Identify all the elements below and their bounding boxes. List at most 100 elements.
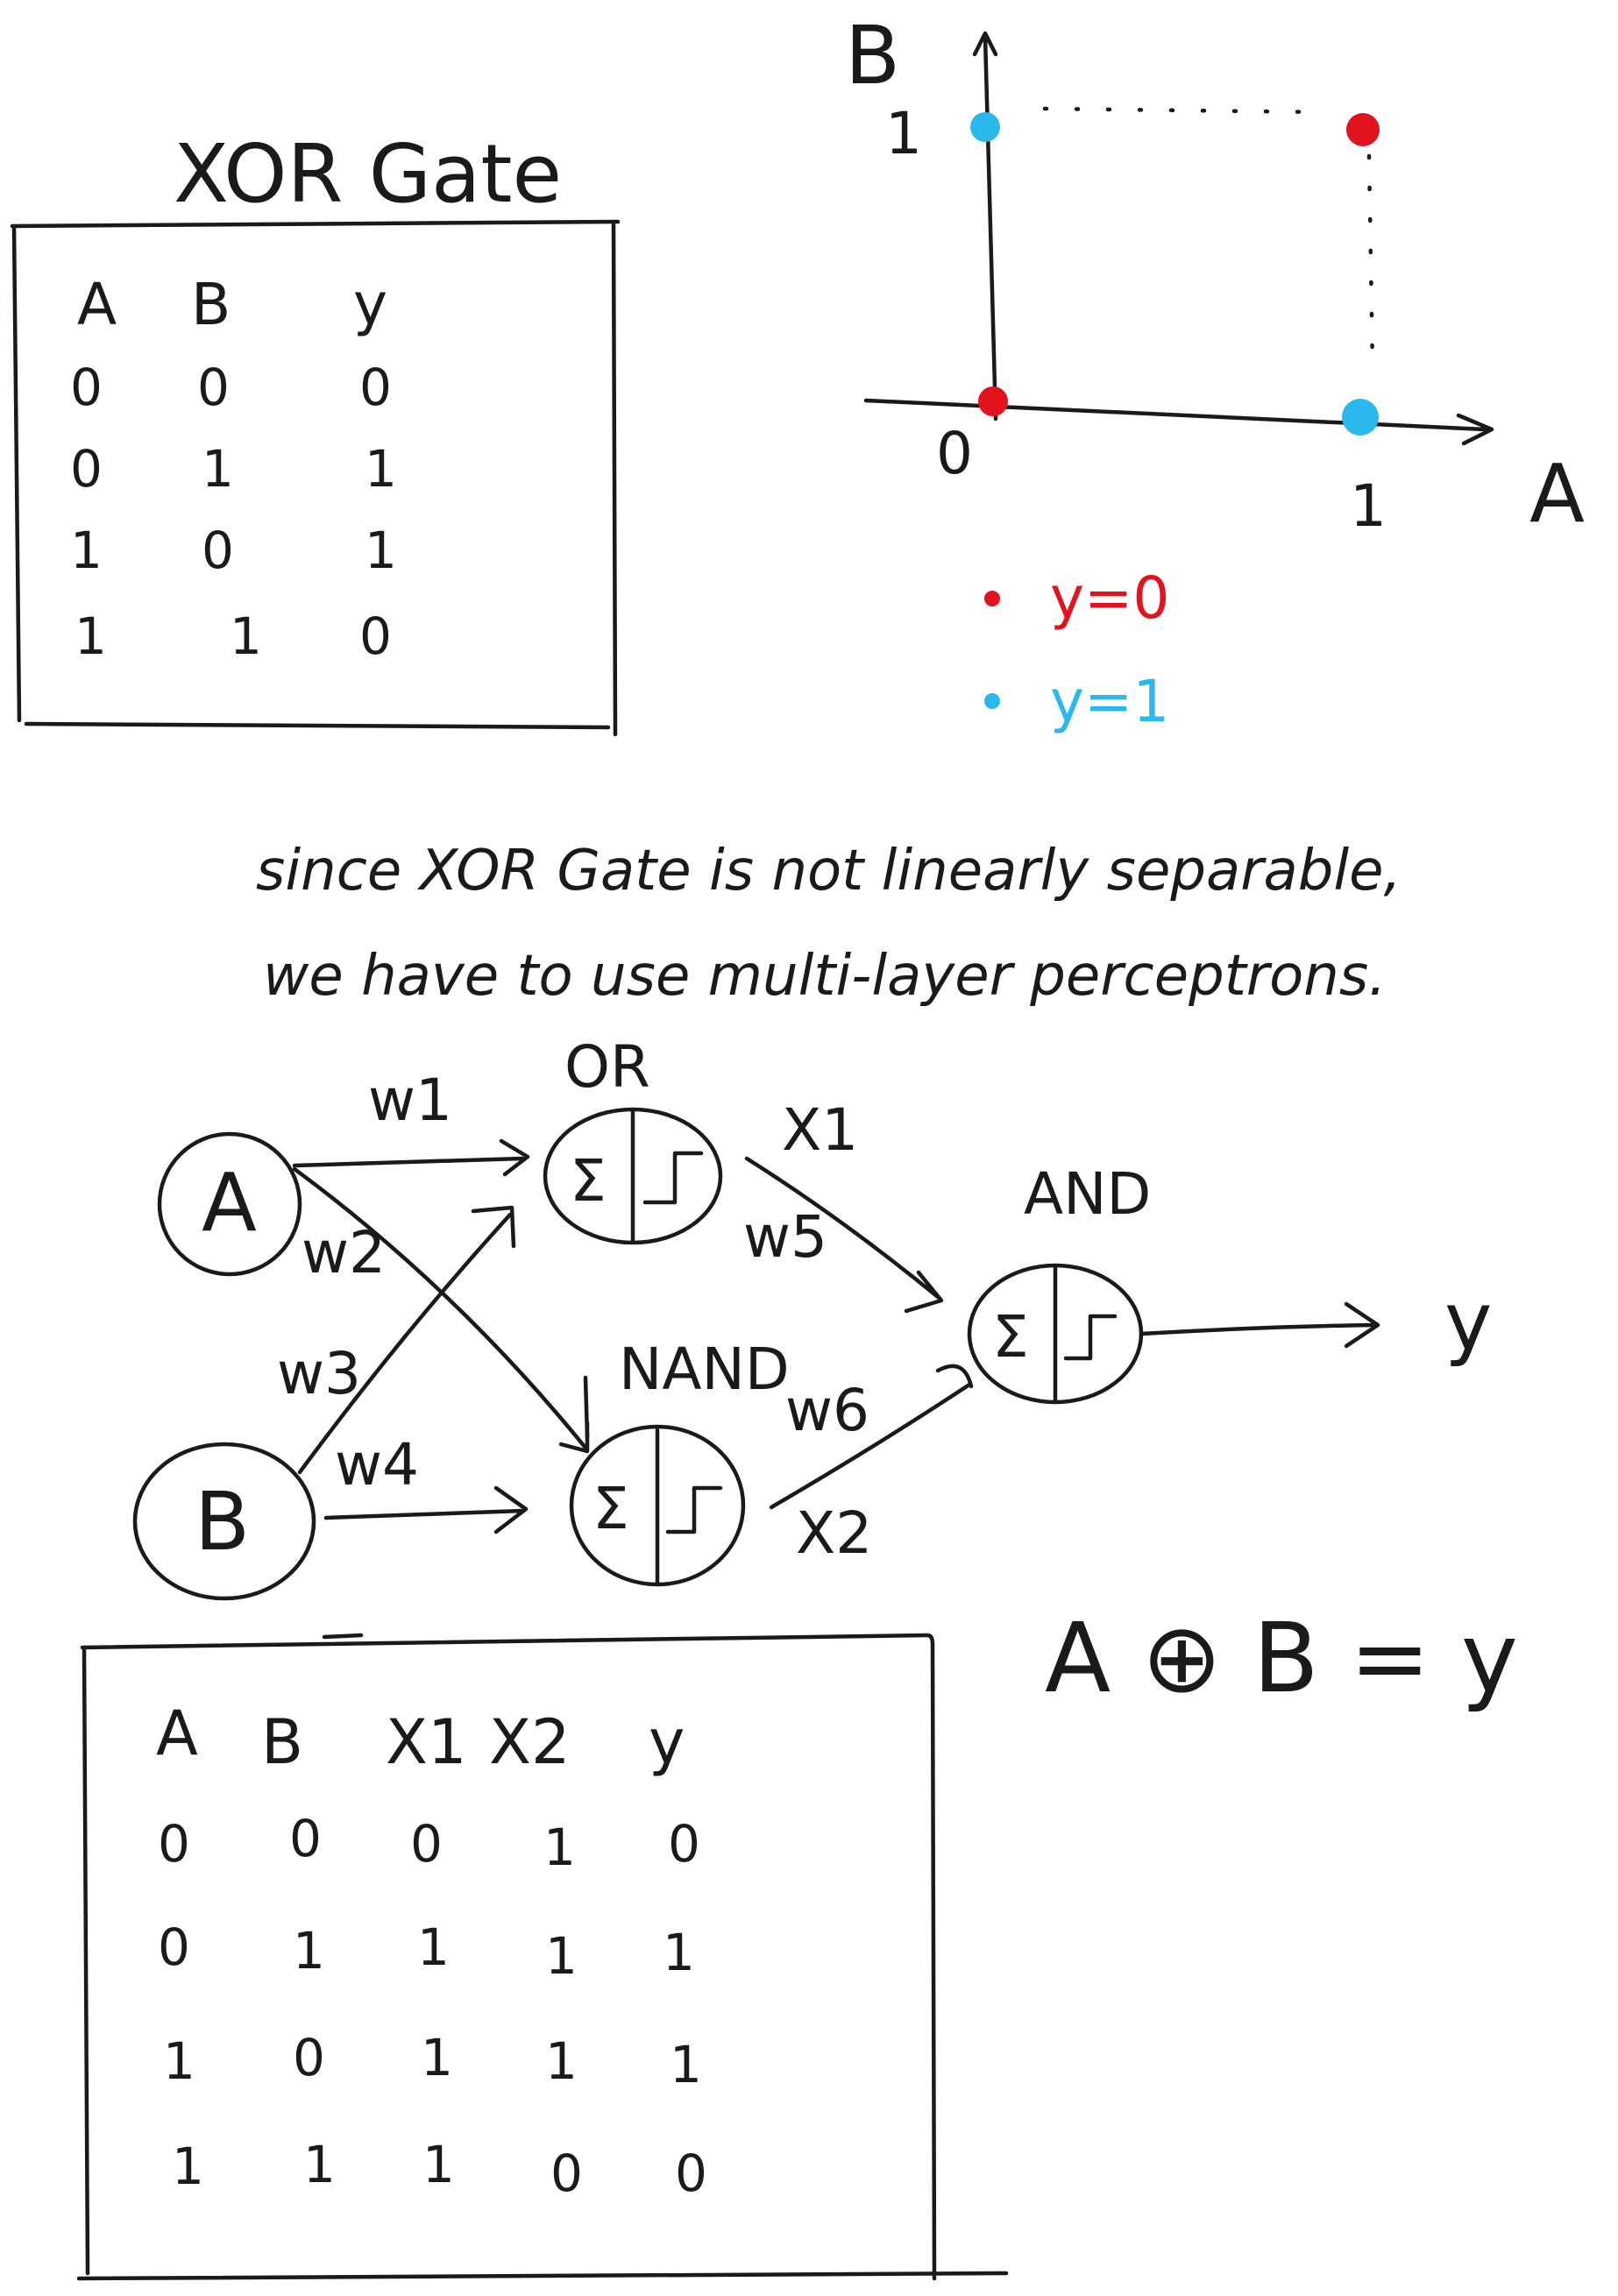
table2-cell: 0	[410, 1814, 443, 1874]
node-input-a	[157, 1131, 302, 1277]
weight-w1: w1	[368, 1067, 452, 1134]
table2-cell: 0	[668, 1814, 700, 1874]
table1-cell: 1	[75, 606, 107, 666]
legend-label-y1: y=1	[1050, 668, 1169, 735]
table2-cell: 1	[422, 2135, 455, 2194]
table1-frame	[10, 219, 621, 737]
table1-cell: 1	[202, 439, 234, 499]
node-input-b-label: B	[195, 1475, 250, 1569]
table1-header-y: y	[353, 271, 387, 338]
table2-cell: 1	[163, 2031, 195, 2091]
weight-w4: w4	[335, 1431, 419, 1499]
node-or-step-icon	[642, 1151, 704, 1205]
table2-cell: 1	[543, 1818, 576, 1877]
xor-equation: A ⊕ B = y	[1045, 1602, 1518, 1714]
edge-nand-and	[769, 1382, 972, 1510]
table1-cell: 0	[202, 521, 234, 580]
x-axis	[863, 398, 1487, 432]
node-input-a-label: A	[202, 1156, 257, 1250]
table1: A B y 0 0 0 0 1 1 1 0 1 1 1 0	[70, 271, 397, 666]
weight-w5: w5	[743, 1203, 827, 1271]
table2-cell: 0	[158, 1814, 190, 1874]
weight-w3: w3	[277, 1340, 361, 1407]
guide-right	[1366, 153, 1375, 371]
edge-b-nand-arrowhead	[493, 1485, 529, 1534]
output-y: y	[1444, 1275, 1492, 1369]
x-axis-label: A	[1529, 447, 1585, 541]
table2-cell: 0	[158, 1917, 190, 1977]
label-x1: X1	[782, 1096, 858, 1164]
edge-a-or-arrowhead	[499, 1138, 530, 1177]
table1-header-b: B	[191, 271, 231, 338]
edge-and-y-arrowhead	[1344, 1301, 1380, 1349]
table2-cell: 1	[421, 2028, 453, 2087]
table2-cell: 1	[417, 1917, 450, 1977]
point-red	[1346, 113, 1380, 146]
table1-cell: 1	[230, 606, 262, 666]
y-axis-label: B	[845, 9, 900, 103]
edge-nand-and-arrowhead	[935, 1364, 974, 1389]
node-nand-step-icon	[665, 1485, 723, 1534]
note-line-2: we have to use multi-layer perceptrons.	[263, 944, 1387, 1009]
table1-cell: 1	[365, 439, 397, 499]
edge-nand-extra	[583, 1375, 590, 1440]
table1-cell: 0	[197, 358, 230, 417]
point-blue	[1342, 399, 1379, 436]
node-or-sigma: Σ	[570, 1147, 607, 1215]
table2-cell: 1	[670, 2035, 702, 2094]
edge-b-nand	[323, 1508, 525, 1520]
perceptron-network: A B Σ OR Σ NAND Σ AND y w1 w2 w3 w4 w5 w…	[132, 1033, 1492, 1601]
edge-and-y	[1139, 1322, 1375, 1336]
label-x2: X2	[796, 1499, 872, 1567]
y-tick-label: 1	[885, 100, 922, 167]
edge-a-nand	[292, 1166, 588, 1450]
edge-or-and	[744, 1156, 940, 1300]
legend-dot-red	[984, 591, 1000, 606]
xor-title: XOR Gate	[174, 127, 562, 221]
node-and-sigma: Σ	[992, 1303, 1029, 1371]
table2-header-x1: X1	[386, 1706, 467, 1778]
table2-cell: 0	[550, 2144, 583, 2203]
x-axis-arrowhead	[1456, 413, 1494, 446]
table2-cell: 1	[545, 2031, 578, 2091]
and-label: AND	[1024, 1160, 1151, 1228]
edge-a-or	[292, 1156, 525, 1168]
weight-w2: w2	[302, 1219, 386, 1286]
node-and-step-icon	[1063, 1314, 1118, 1361]
table2-cell: 1	[303, 2135, 336, 2194]
table2-cell: 1	[545, 1926, 578, 1986]
edge-b-or	[297, 1212, 513, 1475]
table2-cell: 0	[675, 2144, 707, 2203]
node-nand-sigma: Σ	[593, 1475, 629, 1542]
table2-cell: 0	[293, 2028, 325, 2087]
xor-plot: B A 0 1 1 y=0 y=1	[845, 9, 1585, 735]
table1-cell: 0	[359, 358, 392, 417]
table2-frame	[76, 1633, 1009, 2281]
table1-cell: 0	[70, 439, 103, 499]
weight-w6: w6	[785, 1377, 869, 1444]
legend-dot-blue	[984, 693, 1000, 709]
table2-header-b: B	[261, 1706, 303, 1778]
table2-header-x2: X2	[489, 1706, 571, 1778]
or-label: OR	[564, 1033, 650, 1101]
table2-header-a: A	[156, 1697, 198, 1769]
table2-cell: 1	[172, 2137, 204, 2196]
x-tick-label: 1	[1350, 472, 1387, 540]
table1-cell: 1	[365, 521, 397, 580]
edge-b-or-arrowhead	[471, 1205, 516, 1249]
table1-cell: 1	[70, 521, 103, 580]
y-axis	[983, 34, 998, 422]
table2-cell: 0	[289, 1809, 322, 1868]
point-red	[978, 386, 1008, 416]
table1-cell: 0	[359, 606, 392, 666]
table2-header-y: y	[649, 1706, 685, 1778]
node-input-b	[132, 1442, 316, 1601]
guide-top	[1042, 106, 1326, 115]
note-line-1: since XOR Gate is not linearly separable…	[256, 839, 1402, 904]
legend-label-y0: y=0	[1050, 564, 1169, 632]
table2: A B X1 X2 y 0 0 0 1 0 0 1 1 1 1 1 0 1 1 …	[156, 1697, 707, 2203]
edge-or-and-arrowhead	[904, 1270, 944, 1314]
point-blue	[970, 112, 1000, 142]
origin-label: 0	[936, 420, 973, 487]
